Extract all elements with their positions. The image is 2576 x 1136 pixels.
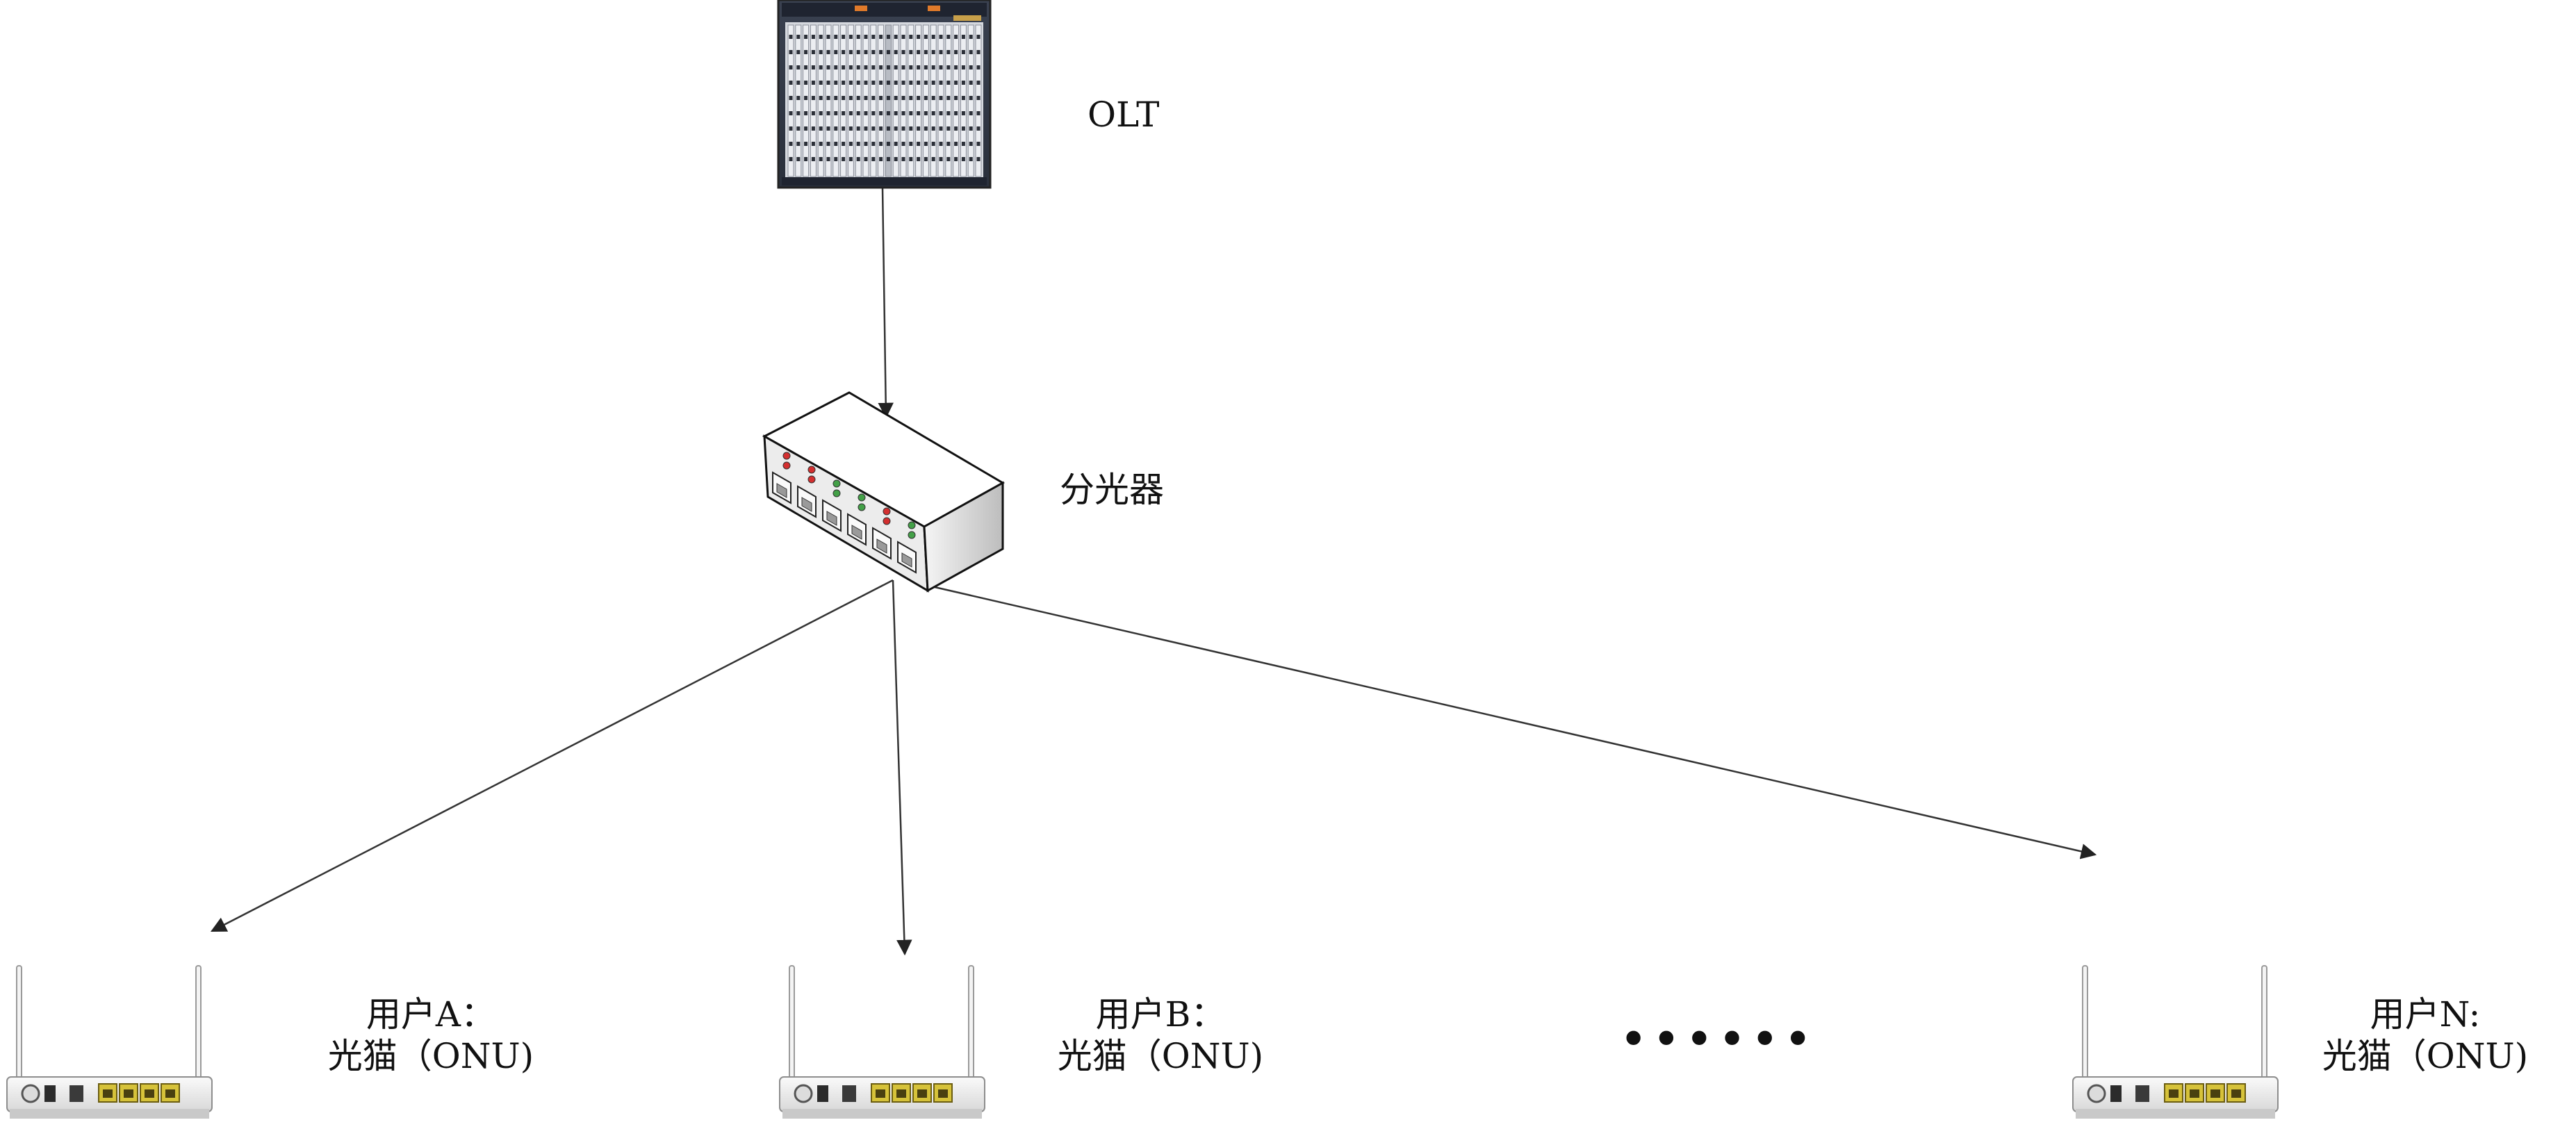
user-name: 用户A： [366, 994, 496, 1035]
splitter-switch-icon [762, 391, 1006, 593]
onu-router-icon [6, 965, 213, 1119]
device-name: 光猫（ONU) [327, 1036, 534, 1076]
link-splitter-user-a [210, 579, 894, 932]
device-name: 光猫（ONU) [2322, 1036, 2529, 1076]
user-name: 用户N: [2370, 994, 2481, 1035]
user-a-label: 用户A： 光猫（ONU) [327, 994, 535, 1077]
olt-label: OLT [1088, 94, 1160, 135]
onu-router-icon [2072, 965, 2279, 1119]
user-name: 用户B： [1095, 994, 1226, 1035]
user-n-label: 用户N: 光猫（ONU) [2321, 994, 2529, 1077]
link-splitter-user-b [892, 579, 912, 956]
user-b-label: 用户B： 光猫（ONU) [1056, 994, 1265, 1077]
link-olt-splitter [878, 187, 894, 419]
ellipsis: •••••• [1619, 1011, 1816, 1068]
olt-chassis-icon [777, 0, 992, 189]
onu-router-icon [779, 965, 985, 1119]
link-splitter-user-n [934, 586, 2097, 859]
device-name: 光猫（ONU) [1057, 1036, 1264, 1076]
splitter-label: 分光器 [1060, 470, 1164, 510]
